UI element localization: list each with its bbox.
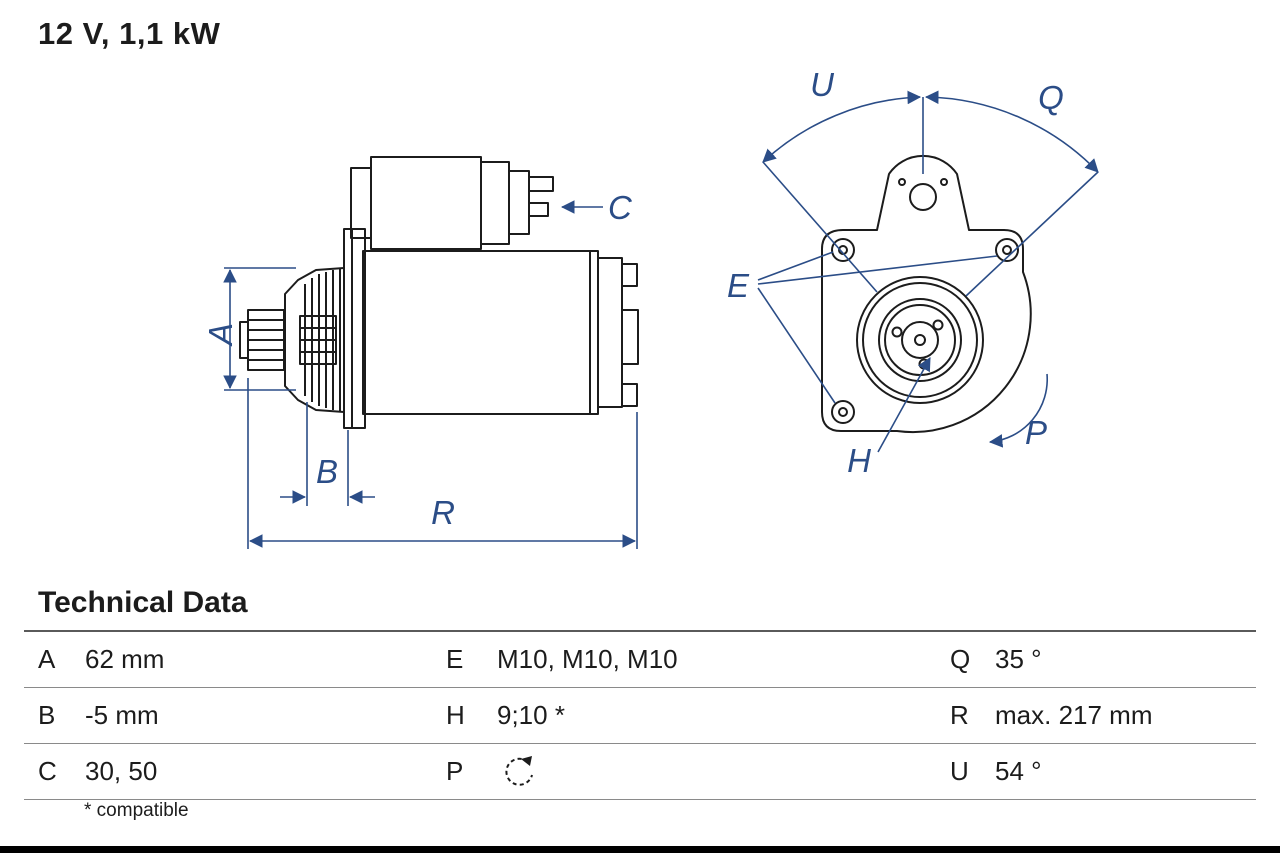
spec-value: 9;10 * xyxy=(497,700,565,730)
page-title: 12 V, 1,1 kW xyxy=(38,16,221,51)
technical-data-table: A 62 mm E M10, M10, M10 Q 35 ° B -5 mm H… xyxy=(24,630,1256,800)
terminal-stud xyxy=(528,176,554,192)
drive-housing xyxy=(284,267,345,413)
dim-label-r: R xyxy=(431,494,455,531)
table-row: B -5 mm H 9;10 * R max. 217 mm xyxy=(24,688,1256,744)
footnote: * compatible xyxy=(84,800,189,821)
spec-value xyxy=(492,754,936,790)
spec-value: 62 mm xyxy=(85,644,165,674)
spec-value: 35 ° xyxy=(995,644,1042,674)
table-row: A 62 mm E M10, M10, M10 Q 35 ° xyxy=(24,632,1256,688)
motor-body xyxy=(362,250,599,415)
dim-label-e: E xyxy=(727,267,750,304)
angle-ray-u xyxy=(762,161,878,293)
spec-value: 30, 50 xyxy=(85,756,158,786)
dim-label-b: B xyxy=(316,453,338,490)
dim-label-a: A xyxy=(202,323,239,347)
terminal-stud xyxy=(528,202,549,217)
dim-label-h: H xyxy=(847,442,871,479)
angle-arc-u xyxy=(762,90,922,163)
end-cap xyxy=(597,257,623,408)
bolt-holes xyxy=(831,238,1019,424)
mounting-flange xyxy=(343,228,366,429)
ear-hole xyxy=(909,183,937,211)
ccw-rotation-icon xyxy=(505,755,533,786)
e-leader-line xyxy=(757,255,998,285)
spec-key: B xyxy=(38,700,56,730)
bearing-circles xyxy=(856,276,984,404)
dim-label-p: P xyxy=(1025,414,1047,451)
spec-key: A xyxy=(38,644,56,674)
h-leader-line xyxy=(877,357,931,453)
angle-ray-q xyxy=(965,171,1099,297)
side-view-drawing xyxy=(239,156,639,429)
spec-key: C xyxy=(38,756,57,786)
pinion-gear xyxy=(239,309,285,371)
spec-value: 54 ° xyxy=(995,756,1042,786)
spec-key: H xyxy=(446,700,465,730)
side-view-dimensions xyxy=(223,200,638,549)
dim-label-u: U xyxy=(810,66,834,103)
front-view-annotations xyxy=(757,90,1099,453)
flange-plate xyxy=(821,154,1032,434)
e-leader-line xyxy=(757,251,834,281)
e-leader-line xyxy=(757,287,836,404)
spec-value: max. 217 mm xyxy=(995,700,1153,730)
dim-label-q: Q xyxy=(1038,79,1064,116)
table-row: C 30, 50 P U 54 ° xyxy=(24,744,1256,800)
spec-key: U xyxy=(950,756,969,786)
front-view-drawing xyxy=(821,154,1032,434)
technical-data-heading: Technical Data xyxy=(38,586,248,619)
spec-value: M10, M10, M10 xyxy=(497,644,678,674)
spec-key: R xyxy=(950,700,969,730)
shaft-end xyxy=(239,321,249,359)
angle-arc-q xyxy=(924,90,1099,173)
bottom-bar xyxy=(0,846,1280,853)
spec-value: -5 mm xyxy=(85,700,159,730)
rotation-arrow-p xyxy=(988,373,1049,448)
spec-key: P xyxy=(446,756,464,786)
spec-key: Q xyxy=(950,644,971,674)
spec-key: E xyxy=(446,644,464,674)
dim-label-c: C xyxy=(608,189,633,226)
solenoid xyxy=(350,156,554,250)
technical-drawing: A B C R xyxy=(202,66,1099,549)
